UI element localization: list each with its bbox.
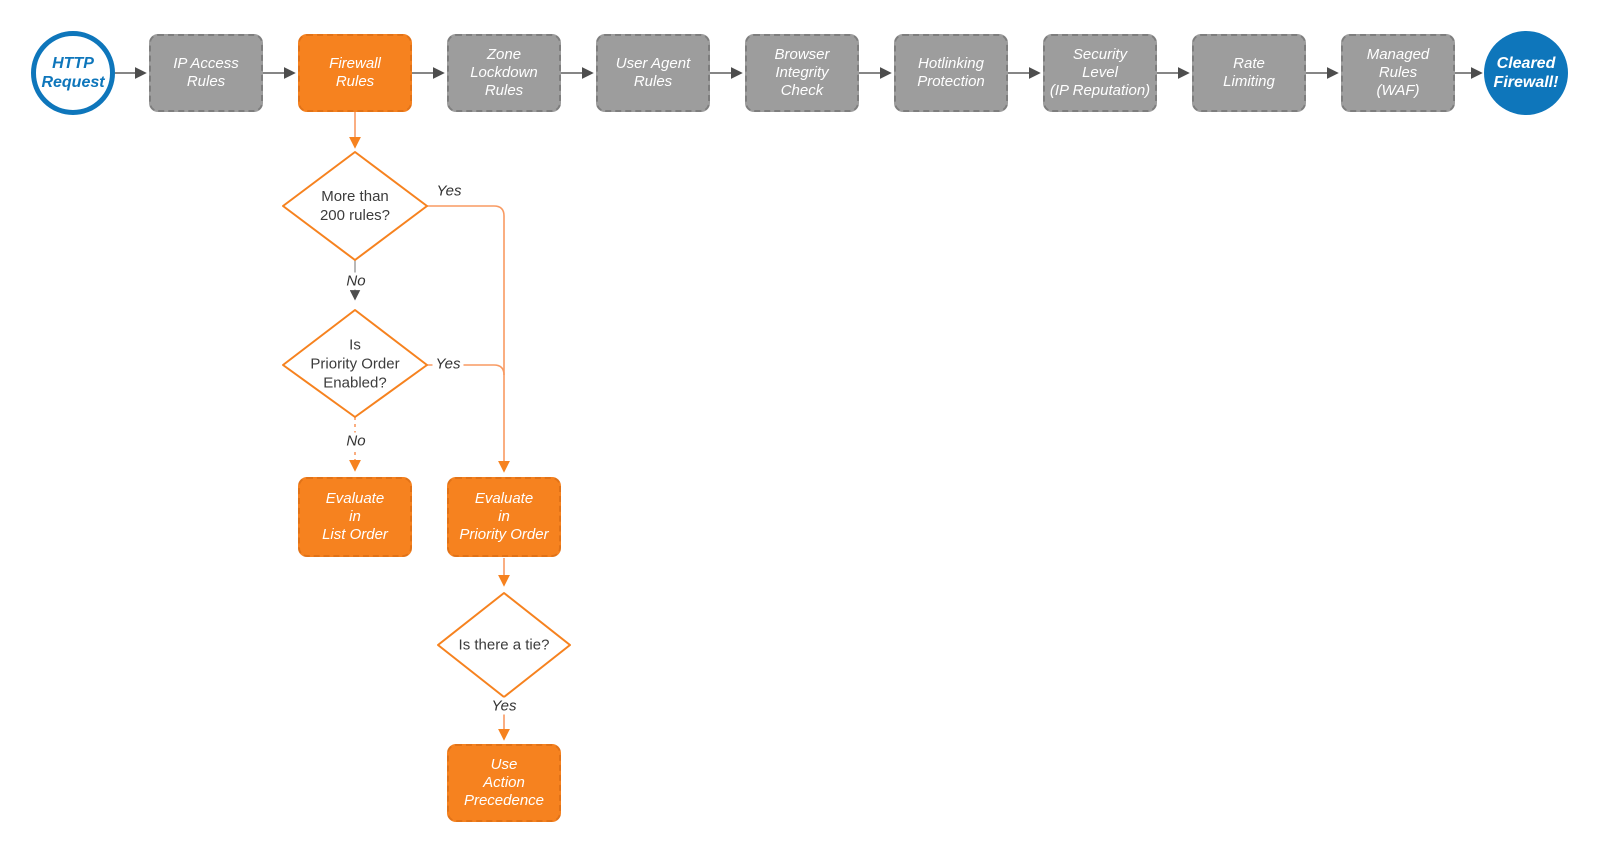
node-browser-integrity-check: Browser Integrity Check <box>745 34 859 112</box>
node-managed-rules-waf: Managed Rules (WAF) <box>1341 34 1455 112</box>
node-security-level: Security Level (IP Reputation) <box>1043 34 1157 112</box>
node-cleared-firewall: Cleared Firewall! <box>1484 31 1568 115</box>
node-hotlinking-protection: Hotlinking Protection <box>894 34 1008 112</box>
decision-is-there-a-tie <box>437 592 571 698</box>
connector-d2-yes <box>427 364 505 376</box>
decision-diamonds <box>282 151 571 698</box>
decision-more-than-200-rules-text: More than 200 rules? <box>319 188 391 224</box>
node-evaluate-priority-order: Evaluate in Priority Order <box>447 477 561 557</box>
node-ip-access-rules: IP Access Rules <box>149 34 263 112</box>
branch-label-d3-yes: Yes <box>488 697 520 715</box>
node-zone-lockdown-rules: Zone Lockdown Rules <box>447 34 561 112</box>
connector-d1-yes <box>427 205 510 473</box>
node-firewall-rules: Firewall Rules <box>298 34 412 112</box>
node-http-request: HTTP Request <box>31 31 115 115</box>
node-user-agent-rules: User Agent Rules <box>596 34 710 112</box>
node-rate-limiting: Rate Limiting <box>1192 34 1306 112</box>
branch-label-d2-no: No <box>343 432 369 450</box>
branch-label-d1-yes: Yes <box>436 182 462 200</box>
decision-more-than-200-rules <box>282 151 428 261</box>
branch-label-d2-yes: Yes <box>432 355 464 373</box>
node-use-action-precedence: Use Action Precedence <box>447 744 561 822</box>
decision-priority-order-enabled <box>282 309 428 418</box>
branch-label-d1-no: No <box>343 272 369 290</box>
decision-priority-order-enabled-text: Is Priority Order Enabled? <box>310 336 400 392</box>
decision-is-there-a-tie-text: Is there a tie? <box>458 636 550 654</box>
node-evaluate-list-order: Evaluate in List Order <box>298 477 412 557</box>
